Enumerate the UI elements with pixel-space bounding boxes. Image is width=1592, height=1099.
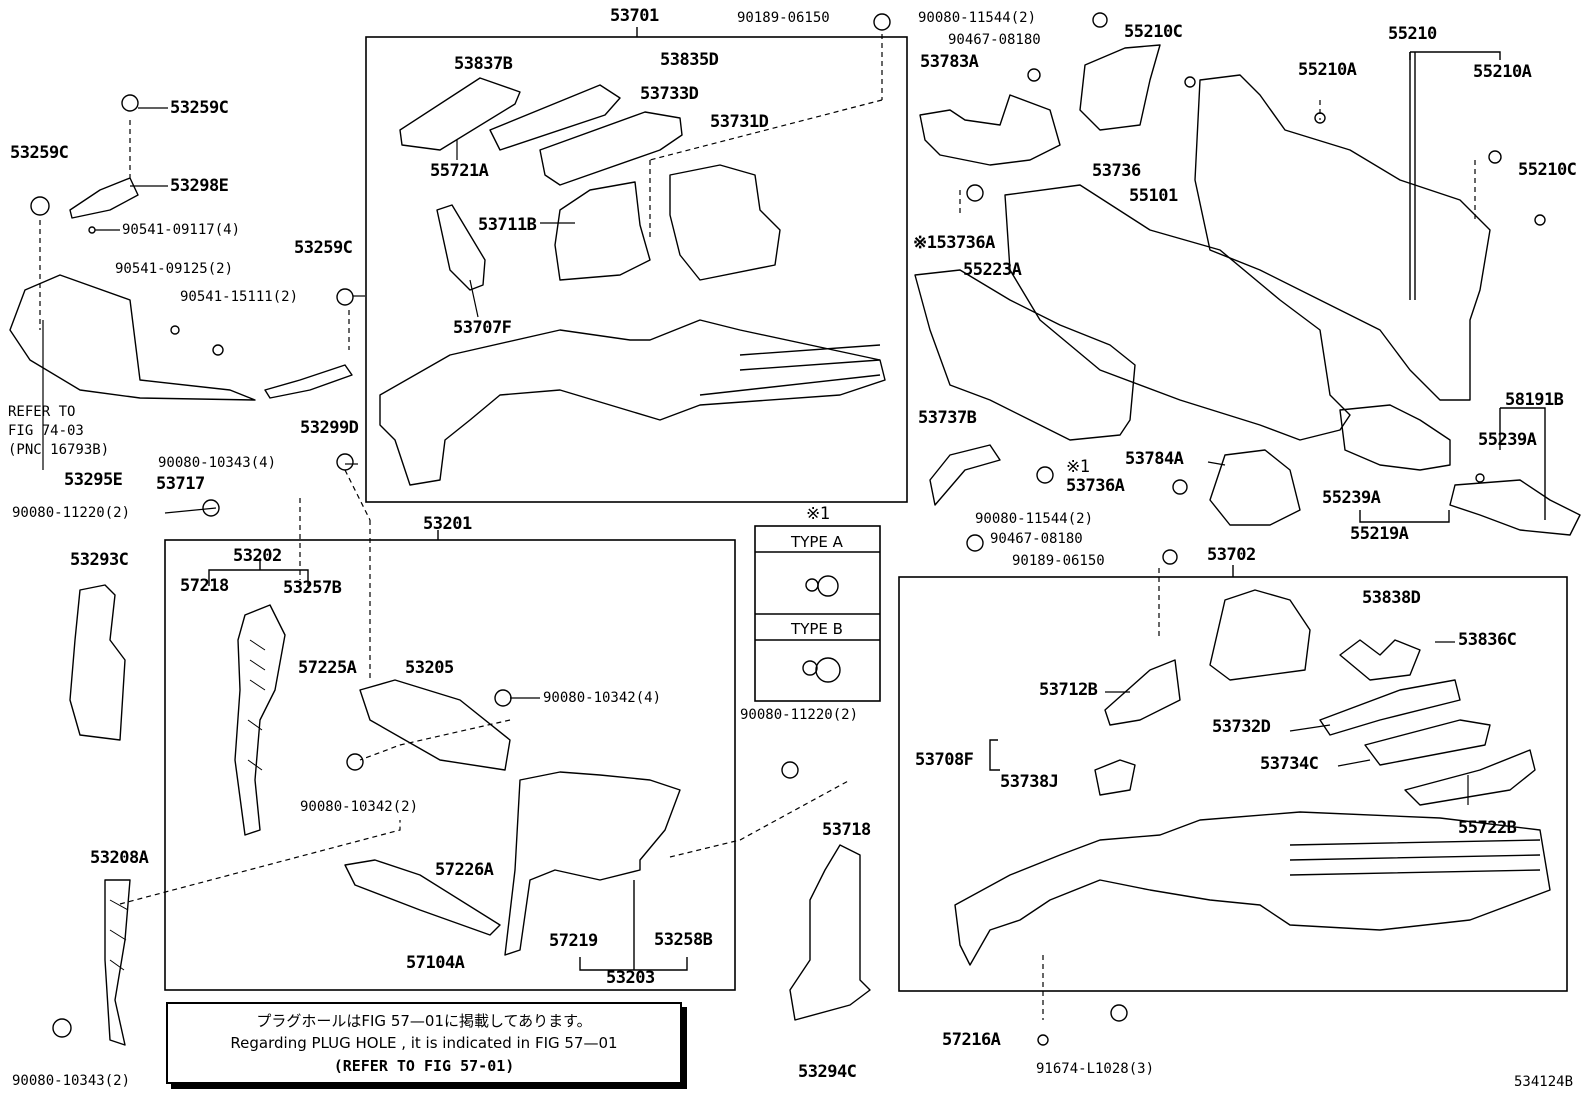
part-label: 53738J xyxy=(1000,772,1059,792)
part-label: ※153736A xyxy=(913,233,995,253)
part-label: 57216A xyxy=(942,1030,1001,1050)
part-label: 58191B xyxy=(1505,390,1564,410)
part-label: 53736A xyxy=(1066,476,1125,496)
part-label: 53259C xyxy=(294,238,353,258)
part-label: 53205 xyxy=(405,658,454,678)
part-label: 90541-09117(4) xyxy=(122,222,241,238)
part-label: 90080-11544(2) xyxy=(975,511,1094,527)
part-label: 53718 xyxy=(822,820,871,840)
part-label: 53298E xyxy=(170,176,229,196)
part-label: 55223A xyxy=(963,260,1022,280)
part-label: 53203 xyxy=(606,968,655,988)
part-label: 53202 xyxy=(233,546,282,566)
part-label: 91674-L1028(3) xyxy=(1036,1061,1155,1077)
refer-line-3: (PNC 16793B) xyxy=(8,442,110,458)
part-label: 53732D xyxy=(1212,717,1271,737)
part-label: 53783A xyxy=(920,52,979,72)
part-label: 53293C xyxy=(70,550,129,570)
part-label: 90080-10342(4) xyxy=(543,690,662,706)
part-label: 53208A xyxy=(90,848,149,868)
part-label: 53784A xyxy=(1125,449,1184,469)
note-line-refer: (REFER TO FIG 57-01) xyxy=(333,1057,515,1075)
callout-mark: ※1 xyxy=(806,504,830,524)
type-b-label: TYPE B xyxy=(791,620,843,638)
part-label: 55210C xyxy=(1124,22,1183,42)
part-label: 53838D xyxy=(1362,588,1421,608)
part-label: 55210A xyxy=(1473,62,1532,82)
part-label: 53836C xyxy=(1458,630,1517,650)
part-label: 90080-11544(2) xyxy=(918,10,1037,26)
note-line-en: Regarding PLUG HOLE , it is indicated in… xyxy=(230,1034,618,1052)
part-label: 53835D xyxy=(660,50,719,70)
part-label: 57225A xyxy=(298,658,357,678)
part-label: 90080-10342(2) xyxy=(300,799,419,815)
note-line-jp: プラグホールはFIG 57—01に掲載してあります。 xyxy=(256,1012,592,1030)
part-label: 90467-08180 xyxy=(948,32,1041,48)
part-label: 53295E xyxy=(64,470,123,490)
part-label: 57226A xyxy=(435,860,494,880)
part-label: 90189-06150 xyxy=(1012,553,1105,569)
part-label: 53712B xyxy=(1039,680,1098,700)
part-label: 90080-10343(4) xyxy=(158,455,277,471)
part-label: 53717 xyxy=(156,474,205,494)
part-label: 57104A xyxy=(406,953,465,973)
part-label: 55101 xyxy=(1129,186,1178,206)
part-label: 90541-09125(2) xyxy=(115,261,234,277)
part-label: 53731D xyxy=(710,112,769,132)
part-label: 53707F xyxy=(453,318,512,338)
part-label: 90080-11220(2) xyxy=(740,707,859,723)
part-label: 53257B xyxy=(283,578,342,598)
part-label: 53711B xyxy=(478,215,537,235)
refer-line-1: REFER TO xyxy=(8,404,76,420)
part-label: 53733D xyxy=(640,84,699,104)
part-label: 53837B xyxy=(454,54,513,74)
part-label: 55239A xyxy=(1478,430,1537,450)
part-label: 57219 xyxy=(549,931,598,951)
part-label: 90467-08180 xyxy=(990,531,1083,547)
part-label: 90080-10343(2) xyxy=(12,1073,131,1089)
part-label: 55239A xyxy=(1322,488,1381,508)
type-a-label: TYPE A xyxy=(791,533,843,551)
refer-line-2: FIG 74-03 xyxy=(8,423,84,439)
part-label: 53259C xyxy=(10,143,69,163)
part-label: 53258B xyxy=(654,930,713,950)
plug-hole-note: プラグホールはFIG 57—01に掲載してあります。 Regarding PLU… xyxy=(166,1002,682,1084)
group-box-53701 xyxy=(365,36,908,503)
part-label: 53736 xyxy=(1092,161,1141,181)
group-label-55210: 55210 xyxy=(1388,24,1437,44)
part-label: 55210C xyxy=(1518,160,1577,180)
part-label: 53299D xyxy=(300,418,359,438)
group-label-53702: 53702 xyxy=(1207,545,1256,565)
drawing-number: 534124B xyxy=(1514,1074,1574,1090)
part-label: 90541-15111(2) xyxy=(180,289,299,305)
part-label: 53737B xyxy=(918,408,977,428)
part-label: 53259C xyxy=(170,98,229,118)
part-label: 57218 xyxy=(180,576,229,596)
part-label: 55210A xyxy=(1298,60,1357,80)
group-box-53201 xyxy=(164,539,736,991)
part-label: 53294C xyxy=(798,1062,857,1082)
part-label: 90189-06150 xyxy=(737,10,830,26)
callout-mark-small: ※1 xyxy=(1066,457,1090,477)
part-label: 55722B xyxy=(1458,818,1517,838)
part-label: 55219A xyxy=(1350,524,1409,544)
part-label: 55721A xyxy=(430,161,489,181)
group-label-53701: 53701 xyxy=(610,6,659,26)
group-label-53201: 53201 xyxy=(423,514,472,534)
part-label: 90080-11220(2) xyxy=(12,505,131,521)
part-label: 53708F xyxy=(915,750,974,770)
part-label: 53734C xyxy=(1260,754,1319,774)
